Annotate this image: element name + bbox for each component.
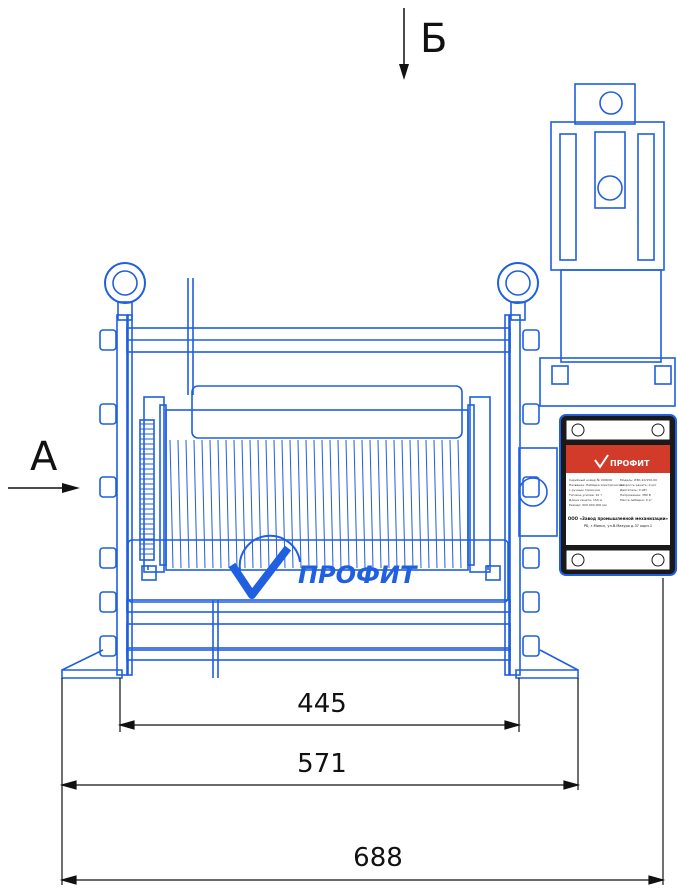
drum-groove [305, 439, 310, 569]
gear-teeth [139, 419, 155, 561]
drum-groove [377, 439, 382, 569]
nameplate: ПРОФИТ Серийный номер № 000000 Название:… [559, 414, 677, 576]
nameplate-field: Серийный номер № 000000 [569, 478, 612, 482]
drum-groove [257, 439, 262, 569]
drum-groove [393, 439, 398, 569]
drum-groove [289, 439, 294, 569]
nameplate-field: Название: Лебёдка электрическая [569, 483, 624, 487]
drum-groove [297, 439, 302, 569]
dimension-571: 571 [297, 749, 347, 779]
nameplate-field: Напряжение: 380 В [620, 493, 651, 497]
drum-groove [185, 439, 190, 569]
brand-logo: ПРОФИТ [228, 534, 418, 599]
nameplate-field: Скорость каната: 0 м/с [620, 483, 657, 487]
drum-groove [361, 439, 366, 569]
drum-groove [265, 439, 270, 569]
nameplate-field: Длина каната: 150 м [569, 498, 602, 502]
view-a-marker: А [8, 434, 80, 493]
view-a-label: А [30, 434, 58, 480]
view-b-marker: Б [399, 8, 447, 80]
drum-groove [337, 439, 342, 569]
drum-groove [345, 439, 350, 569]
drum-groove [417, 439, 422, 569]
nameplate-field: Размер: 000 000 000 мм [569, 503, 607, 507]
drum-groove [425, 439, 430, 569]
drum-groove [201, 439, 206, 569]
drum-groove [457, 439, 462, 569]
dimension-688: 688 [353, 843, 403, 873]
drum-groove [209, 439, 214, 569]
drum-groove [441, 439, 446, 569]
drum-groove [329, 439, 334, 569]
nameplate-address: РБ, г.Минск, ул.В.Мазуро д.37 корп.1 [584, 524, 652, 528]
drum-groove [449, 439, 454, 569]
drum-groove [169, 439, 174, 569]
nameplate-field: Модель: ЛЭК-10/150-00 [620, 478, 657, 482]
drum-groove [273, 439, 278, 569]
nameplate-field: с ручным тормозом [569, 488, 600, 492]
drum-groove [401, 439, 406, 569]
drum-groove [369, 439, 374, 569]
drum-groove [177, 439, 182, 569]
nameplate-left-fields: Серийный номер № 000000 Название: Лебёдк… [568, 478, 624, 507]
dimension-445: 445 [297, 689, 347, 719]
brand-name: ПРОФИТ [298, 561, 418, 589]
drum-groove [409, 439, 414, 569]
nameplate-company: ООО «Завод промышленной механизации» [568, 516, 669, 521]
motor-assembly [539, 83, 676, 407]
frame-bolts [99, 329, 540, 657]
drum-groove [313, 439, 318, 569]
dimension-lines [59, 578, 666, 885]
drum-groove [193, 439, 198, 569]
view-b-label: Б [420, 16, 447, 62]
drum-groove [233, 439, 238, 569]
nameplate-field: Масса лебёдки: 0 кг [620, 498, 652, 502]
drum-groove [225, 439, 230, 569]
drum-grooves [140, 423, 462, 569]
nameplate-right-fields: Модель: ЛЭК-10/150-00 Скорость каната: 0… [620, 478, 657, 502]
nameplate-brand: ПРОФИТ [610, 459, 650, 468]
drum-groove [241, 439, 246, 569]
drum-groove [353, 439, 358, 569]
lifting-eye-left [104, 262, 146, 321]
drum-groove [321, 439, 326, 569]
nameplate-field: Двигатель: 0 кВт [620, 488, 647, 492]
nameplate-field: Тяговое усилие: 10 т [568, 493, 602, 497]
drum-groove [249, 439, 254, 569]
drum-groove [217, 439, 222, 569]
lifting-eye-right [497, 262, 539, 321]
drum-groove [433, 439, 438, 569]
drum-groove [385, 439, 390, 569]
